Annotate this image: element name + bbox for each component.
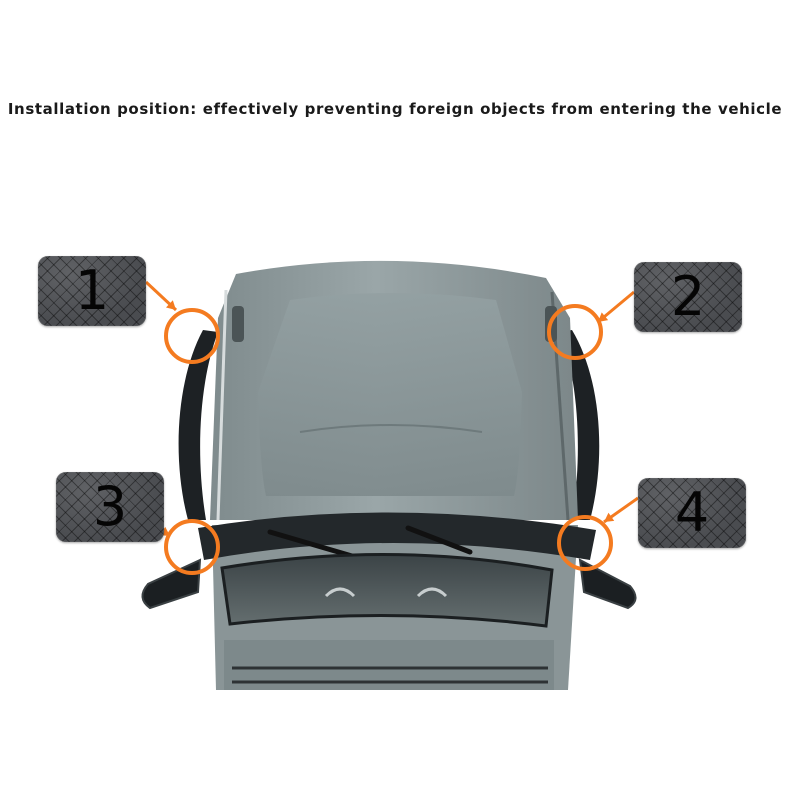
hood-crease	[299, 424, 483, 433]
position-number-1: 1	[74, 259, 110, 322]
position-circle-2	[547, 304, 603, 360]
position-circle-3	[164, 519, 220, 575]
roof-rack	[232, 666, 548, 684]
cowl	[198, 512, 596, 560]
headrest-right	[416, 587, 448, 598]
mat-sample-1: 1	[38, 256, 146, 326]
left-wiper	[267, 529, 355, 559]
position-circle-4	[557, 515, 613, 571]
left-fender-edge	[216, 289, 228, 521]
right-mirror	[578, 558, 637, 610]
position-number-4: 4	[674, 481, 710, 544]
right-fender-flare	[560, 330, 600, 520]
right-wiper	[405, 525, 473, 555]
position-number-2: 2	[670, 265, 706, 328]
hood-bulge	[258, 293, 522, 496]
windshield	[220, 552, 554, 628]
headrest-left	[324, 587, 356, 598]
left-mirror	[141, 558, 202, 610]
arrow-head-1	[166, 300, 176, 310]
position-number-3: 3	[92, 475, 128, 538]
arrow-head-4	[604, 512, 615, 522]
left-fender-flare	[178, 330, 218, 520]
headline: Installation position: effectively preve…	[7, 100, 783, 118]
arrow-head-2	[598, 312, 609, 322]
callouts	[127, 280, 639, 575]
mat-sample-4: 4	[638, 478, 746, 548]
mat-sample-3: 3	[56, 472, 164, 542]
left-hinge	[232, 306, 244, 342]
position-circle-1	[164, 308, 220, 364]
mat-sample-2: 2	[634, 262, 742, 332]
